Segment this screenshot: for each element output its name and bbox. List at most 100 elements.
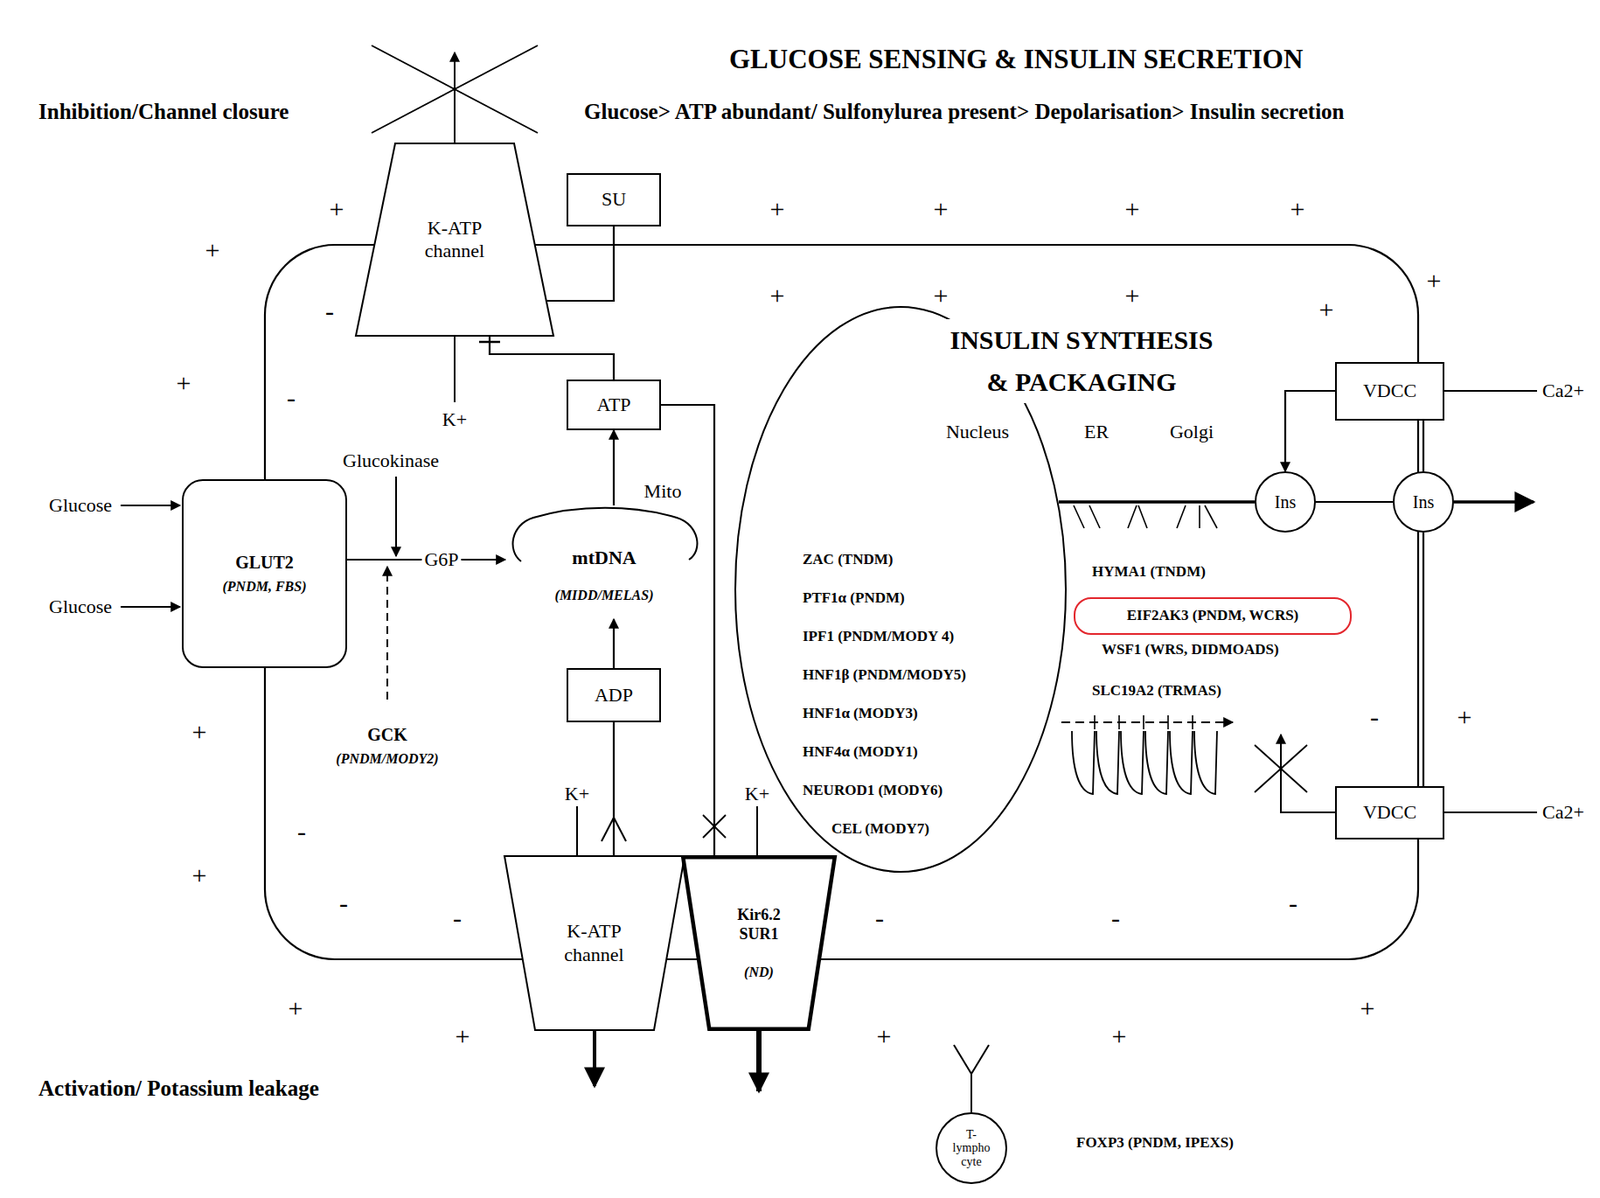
- edge-label: G6P: [421, 548, 461, 571]
- insulin-granule: Ins: [1392, 471, 1454, 533]
- node-text: T- lympho cyte: [948, 1127, 995, 1169]
- ribosome-tick: [1198, 505, 1201, 529]
- node-text: ZAC (TNDM): [802, 550, 893, 569]
- subtitle: Glucose> ATP abundant/ Sulfonylurea pres…: [584, 98, 1345, 126]
- channel-outline: [355, 143, 554, 336]
- ion-label: K+: [744, 782, 770, 806]
- organelle-label: Golgi: [1169, 420, 1214, 444]
- key-note: Activation/ Potassium leakage: [38, 1075, 320, 1102]
- key-note: Inhibition/Channel closure: [38, 98, 289, 126]
- ribosome-tick: [1204, 505, 1218, 529]
- connector: [547, 226, 614, 301]
- block-cross: [371, 45, 538, 133]
- charge-sign: -: [452, 902, 462, 934]
- gene-arrow: [386, 566, 389, 700]
- charge-sign: +: [1457, 701, 1473, 733]
- ion-line: [756, 806, 759, 856]
- charge-sign: -: [1370, 701, 1379, 733]
- node-text: Kir6.2 SUR1: [728, 905, 790, 944]
- charge-sign: +: [288, 992, 304, 1024]
- substrate-label: Glucose: [48, 493, 112, 517]
- calcium-line: [1444, 389, 1538, 392]
- node-text: Ins: [1412, 491, 1434, 513]
- ribosome-tick: [1138, 505, 1148, 529]
- axis-tick: [1093, 715, 1096, 730]
- node-text: ATP: [596, 393, 631, 417]
- gene-label: GCK: [367, 723, 408, 745]
- charge-sign: +: [1125, 279, 1141, 312]
- t-lymphocyte: T- lympho cyte: [935, 1112, 1008, 1184]
- charge-sign: -: [325, 295, 334, 327]
- connector: [660, 404, 715, 856]
- ion-line: [453, 336, 456, 403]
- diagram-title: GLUCOSE SENSING & INSULIN SECRETION: [729, 42, 1303, 76]
- beta-cell-membrane: [264, 244, 1419, 960]
- gene-label: WSF1 (WRS, DIDMOADS): [1101, 640, 1280, 659]
- node-heading: Nucleus: [946, 420, 1009, 444]
- node-text: VDCC: [1363, 379, 1417, 403]
- highlighted-gene: EIF2AK3 (PNDM, WCRS): [1073, 597, 1352, 635]
- node-text: HNF1α (MODY3): [802, 704, 919, 723]
- charge-sign: +: [770, 193, 786, 225]
- ion-label: K+: [442, 408, 467, 432]
- charge-sign: +: [1426, 264, 1442, 297]
- charge-sign: +: [1360, 992, 1376, 1024]
- node-text: EIF2AK3 (PNDM, WCRS): [1126, 606, 1300, 625]
- connector: [612, 430, 615, 506]
- katp-channel: K-ATP channel: [354, 142, 555, 337]
- charge-sign: +: [933, 279, 949, 312]
- charge-sign: +: [1319, 293, 1335, 326]
- connector: [1422, 532, 1425, 787]
- connector: [612, 619, 615, 668]
- mitochondrion: MitomtDNA(MIDD/MELAS): [505, 505, 704, 620]
- node-text: HNF4α (MODY1): [802, 743, 919, 761]
- ribosome-tick: [1176, 505, 1186, 529]
- membrane-potential-axis: [1061, 721, 1233, 724]
- vdcc-channel: VDCC: [1335, 361, 1445, 421]
- ion-label: Ca2+: [1542, 800, 1585, 824]
- vdcc-channel: VDCC: [1335, 786, 1445, 840]
- channel-outline: [504, 855, 685, 1030]
- receptor-fork: [601, 817, 614, 842]
- organelle-label: ER: [1084, 420, 1109, 444]
- ribosome-tick: [1127, 505, 1137, 529]
- er-ribosomes: [1073, 505, 1218, 529]
- channel-outline: [682, 856, 835, 1030]
- connector: [1315, 500, 1393, 503]
- substrate-label: Glucose: [48, 595, 112, 619]
- receptor-fork: [613, 817, 627, 842]
- node-text: ADP: [594, 683, 634, 707]
- sulfonylurea-box: SU: [566, 173, 661, 227]
- charge-sign: -: [875, 902, 884, 934]
- calcium-line: [1444, 811, 1538, 814]
- node-heading: Mito: [644, 480, 682, 503]
- charge-sign: +: [329, 193, 345, 225]
- gene-label: HYMA1 (TNDM): [1092, 563, 1206, 581]
- charge-sign: +: [205, 234, 221, 266]
- axis-tick: [1142, 715, 1145, 730]
- node-text: (PNDM, FBS): [222, 577, 307, 595]
- katp-channel: K-ATP channel: [503, 855, 686, 1031]
- node-text: Ins: [1274, 491, 1296, 513]
- node-text: (MIDD/MELAS): [555, 586, 654, 604]
- node-text: CEL (MODY7): [831, 820, 930, 838]
- ribosome-tick: [1073, 505, 1085, 529]
- atp-box: ATP: [566, 379, 661, 431]
- node-text: IPF1 (PNDM/MODY 4): [802, 627, 954, 646]
- t-cell-receptor: [970, 1073, 973, 1113]
- action-potential-trace: [1071, 730, 1218, 794]
- node-text: K-ATP channel: [415, 216, 494, 264]
- charge-sign: +: [176, 367, 192, 399]
- potassium-leak-arrow: [592, 1030, 597, 1086]
- charge-sign: +: [933, 193, 949, 225]
- ion-line: [576, 806, 578, 856]
- connector: [1285, 390, 1336, 472]
- ion-label: Ca2+: [1542, 379, 1585, 403]
- charge-sign: -: [339, 887, 348, 919]
- axis-tick: [1118, 715, 1120, 730]
- charge-sign: -: [1111, 902, 1120, 934]
- ribosome-tick: [1089, 505, 1100, 529]
- charge-sign: +: [876, 1020, 892, 1052]
- uptake-arrow: [120, 605, 181, 608]
- uptake-arrow: [120, 504, 181, 507]
